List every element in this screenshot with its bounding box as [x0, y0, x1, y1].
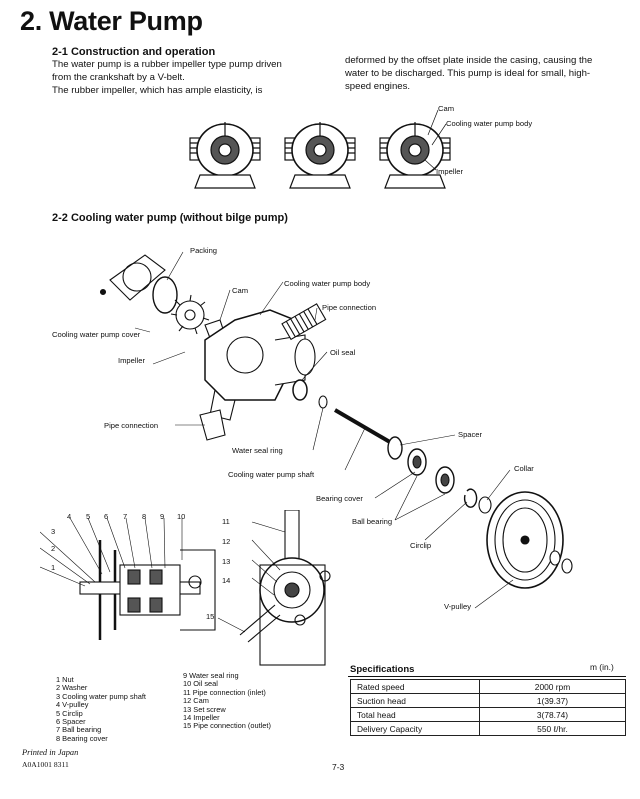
- callout-12: 12: [222, 537, 231, 546]
- text-line: from the crankshaft by a V-belt.: [52, 72, 185, 83]
- spec-title: Specifications: [350, 664, 415, 675]
- pump-stage-1: [189, 122, 261, 189]
- callout-9: 9: [160, 512, 165, 521]
- text-line: deformed by the offset plate inside the …: [345, 55, 593, 66]
- legend-item: 12 Cam: [183, 696, 209, 706]
- spec-value: 3(78.74): [479, 707, 626, 722]
- callout-4: 4: [67, 512, 72, 521]
- callout-11: 11: [222, 517, 230, 526]
- legend-item: 14 Impeller: [183, 713, 220, 723]
- legend-item: 1 Nut: [56, 675, 74, 684]
- label-oil-seal: Oil seal: [330, 348, 356, 357]
- callout-2: 2: [51, 544, 56, 553]
- callout-15: 15: [206, 612, 215, 621]
- pipe-connection-upper: [281, 303, 327, 341]
- label-body-exploded: Cooling water pump body: [284, 279, 371, 288]
- doc-code: A0A1001 8311: [22, 760, 69, 769]
- legend-item: 5 Circlip: [56, 708, 83, 718]
- parts-legend-left: 1 Nut 2 Washer 3 Cooling water pump shaf…: [56, 675, 146, 743]
- pump-operation-figure: [189, 109, 451, 189]
- pump-stage-2: [284, 122, 356, 189]
- label-water-seal-ring: Water seal ring: [232, 446, 283, 455]
- legend-item: 3 Cooling water pump shaft: [56, 691, 146, 701]
- callout-8: 8: [142, 512, 147, 521]
- callout-1: 1: [51, 563, 56, 572]
- callout-13: 13: [222, 557, 231, 566]
- label-spacer: Spacer: [458, 430, 483, 439]
- label-collar: Collar: [514, 464, 534, 473]
- legend-item: 10 Oil seal: [183, 679, 218, 689]
- spec-label: Delivery Capacity: [350, 721, 480, 736]
- parts-legend-right: 9 Water seal ring 10 Oil seal 11 Pipe co…: [183, 671, 271, 731]
- legend-item: 11 Pipe connection (inlet): [183, 687, 266, 697]
- callout-5: 5: [86, 512, 91, 521]
- pump-body-part: [204, 309, 316, 421]
- label-pipe-connection-2: Pipe connection: [104, 421, 159, 430]
- label-circlip: Circlip: [410, 541, 432, 550]
- label-ball-bearing: Ball bearing: [352, 517, 393, 526]
- label-cam-exploded: Cam: [232, 286, 249, 295]
- label-packing: Packing: [190, 246, 218, 255]
- page-title: 2. Water Pump: [20, 6, 203, 36]
- spec-value: 1(39.37): [479, 693, 626, 708]
- text-line: The water pump is a rubber impeller type…: [52, 59, 282, 70]
- legend-item: 2 Washer: [56, 683, 88, 693]
- text-line: speed engines.: [345, 81, 411, 92]
- legend-item: 7 Ball bearing: [56, 725, 102, 735]
- label-pump-shaft: Cooling water pump shaft: [228, 470, 315, 479]
- callout-6: 6: [104, 512, 109, 521]
- intro-paragraph-right: deformed by the offset plate inside the …: [345, 54, 625, 93]
- spec-value: 2000 rpm: [479, 679, 626, 694]
- callout-10: 10: [177, 512, 186, 521]
- pipe-connection-lower: [199, 409, 226, 441]
- spec-label: Suction head: [350, 693, 480, 708]
- spec-unit: m (in.): [590, 662, 614, 672]
- legend-item: 4 V-pulley: [56, 700, 89, 710]
- page-number: 7-3: [332, 762, 345, 772]
- callout-7: 7: [123, 512, 128, 521]
- text-line: The rubber impeller, which has ample ela…: [52, 85, 263, 96]
- spec-rule: [348, 676, 626, 677]
- v-pulley-part: [486, 491, 564, 589]
- legend-item: 15 Pipe connection (outlet): [183, 721, 271, 731]
- label-pump-body: Cooling water pump body: [446, 119, 533, 128]
- spec-label: Total head: [350, 707, 480, 722]
- label-impeller: Impeller: [436, 167, 464, 176]
- callout-3: 3: [51, 527, 56, 536]
- label-cam: Cam: [438, 104, 455, 113]
- section-heading-construction: 2-1 Construction and operation: [52, 46, 216, 58]
- label-v-pulley: V-pulley: [444, 602, 472, 611]
- spec-label: Rated speed: [350, 679, 480, 694]
- section-heading-cooling-pump: 2-2 Cooling water pump (without bilge pu…: [52, 212, 288, 224]
- text-line: water to be discharged. This pump is ide…: [345, 68, 591, 79]
- legend-item: 13 Set screw: [183, 704, 226, 714]
- label-pump-cover: Cooling water pump cover: [52, 330, 141, 339]
- spec-value: 550 ℓ/hr.: [479, 721, 626, 736]
- label-pipe-connection-1: Pipe connection: [322, 303, 377, 312]
- legend-item: 9 Water seal ring: [183, 671, 239, 680]
- legend-item: 6 Spacer: [56, 717, 86, 727]
- intro-paragraph-left: The water pump is a rubber impeller type…: [52, 58, 322, 97]
- legend-item: 8 Bearing cover: [56, 733, 108, 743]
- printed-in: Printed in Japan: [22, 748, 79, 757]
- label-impeller-exploded: Impeller: [118, 356, 146, 365]
- exploded-view-figure: [99, 251, 573, 609]
- pump-stage-3: [379, 122, 451, 189]
- callout-14: 14: [222, 576, 231, 585]
- cross-section-figure: [40, 510, 331, 666]
- label-bearing-cover: Bearing cover: [316, 494, 363, 503]
- impeller-part: [170, 294, 210, 335]
